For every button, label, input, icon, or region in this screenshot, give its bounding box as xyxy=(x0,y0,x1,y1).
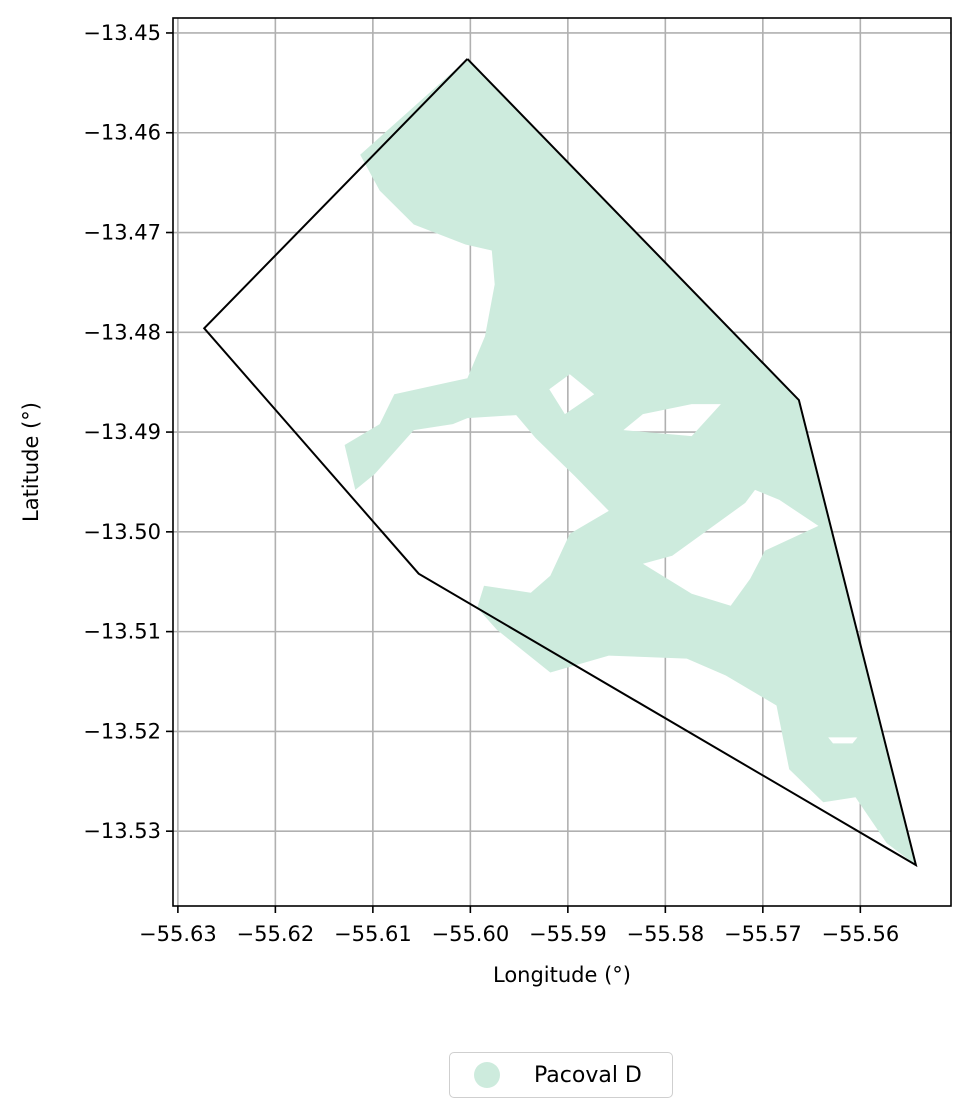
y-tick-label: −13.53 xyxy=(83,819,161,843)
x-axis-ticks: −55.63 −55.62 −55.61 −55.60 −55.59 −55.58 −55.… xyxy=(139,906,899,946)
legend-marker xyxy=(474,1062,500,1088)
y-axis-ticks: −13.45 −13.46 −13.47 −13.48 −13.49 −13.50 −13.… xyxy=(83,21,173,843)
x-tick-label: −55.63 xyxy=(139,922,217,946)
y-tick-label: −13.45 xyxy=(83,21,161,45)
y-tick-label: −13.50 xyxy=(83,520,161,544)
legend: Pacoval D xyxy=(449,1052,673,1098)
x-tick-label: −55.57 xyxy=(724,922,802,946)
x-axis-label: Longitude (°) xyxy=(493,963,631,987)
y-tick-label: −13.47 xyxy=(83,221,161,245)
x-tick-label: −55.60 xyxy=(431,922,509,946)
x-tick-label: −55.58 xyxy=(626,922,704,946)
y-axis-label: Latitude (°) xyxy=(19,402,43,522)
x-tick-label: −55.56 xyxy=(821,922,899,946)
x-tick-label: −55.59 xyxy=(529,922,607,946)
x-tick-label: −55.62 xyxy=(237,922,315,946)
y-tick-label: −13.49 xyxy=(83,420,161,444)
plot-frame xyxy=(172,17,952,907)
boundary-outline xyxy=(202,58,918,868)
y-tick-label: −13.51 xyxy=(83,620,161,644)
y-tick-label: −13.46 xyxy=(83,121,161,145)
x-tick-label: −55.61 xyxy=(334,922,412,946)
region-pacoval-d xyxy=(344,58,916,866)
y-tick-label: −13.48 xyxy=(83,320,161,344)
legend-label: Pacoval D xyxy=(534,1062,642,1088)
y-tick-label: −13.52 xyxy=(83,719,161,743)
